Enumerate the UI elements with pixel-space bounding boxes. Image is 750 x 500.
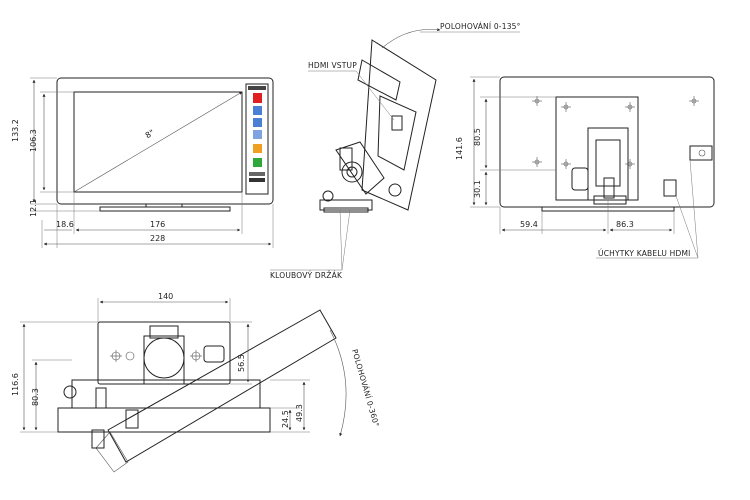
panel-key-red: [253, 93, 262, 103]
rear-joint-pin: [603, 177, 615, 199]
dim-rear-left: 59.4: [520, 220, 538, 229]
panel-key-blue-2: [253, 118, 262, 127]
dim-front-width: 228: [150, 234, 165, 243]
front-stand-base: [99, 206, 231, 212]
dim-top-base: 49.3: [295, 404, 304, 422]
top-mount-holes: [110, 350, 202, 362]
hdmi-port: [391, 115, 403, 131]
rear-joint-housing: [587, 127, 629, 201]
rear-holes: [532, 96, 699, 169]
front-bezel: [56, 77, 274, 205]
hdmi-clip-upper: [689, 145, 713, 161]
rear-view: 141.6 80.5 30.1 59.4 86.3 ÚCHYTKY KABELU…: [455, 76, 715, 259]
side-screw-right: [388, 183, 402, 197]
top-joint-cap: [149, 325, 179, 339]
front-view: 8" 133.2 106.3 12.1: [11, 77, 274, 248]
panel-strip-1: [249, 172, 265, 176]
side-display-back: [357, 59, 401, 101]
rotated-display-outline: [107, 309, 337, 463]
top-base-upper: [71, 379, 261, 409]
side-base-foot: [323, 207, 369, 213]
top-screw: [63, 385, 77, 399]
dim-front-screen-height: 106.3: [29, 129, 38, 152]
top-joint-disc: [143, 337, 185, 379]
front-stand-neck: [145, 203, 183, 208]
label-hdmi-input: HDMI VSTUP: [308, 61, 357, 70]
dim-front-bottom: 12.1: [29, 199, 38, 217]
dim-front-left: 18.6: [56, 220, 74, 229]
panel-header: [248, 86, 266, 90]
label-tilt: POLOHOVÁNÍ 0-135°: [440, 22, 521, 31]
rear-joint-clamp: [593, 195, 627, 205]
top-clip-3: [91, 429, 105, 449]
tilt-arc: [381, 28, 441, 49]
panel-key-orange: [253, 144, 262, 153]
rear-joint-knob: [571, 167, 589, 191]
joint-arm: [335, 141, 385, 195]
dim-top-mount-height: 56.5: [237, 354, 246, 372]
top-mount-plate: [97, 321, 231, 385]
front-screen: [73, 91, 243, 193]
hdmi-clip-lower: [663, 179, 677, 197]
top-clip-1: [95, 387, 107, 409]
diagonal-line: [73, 91, 243, 193]
top-joint-knob: [203, 345, 225, 363]
panel-key-green: [253, 158, 262, 167]
top-base: [57, 407, 271, 433]
panel-key-light-blue: [253, 130, 262, 139]
joint-bracket: [339, 147, 353, 171]
dim-top-width: 140: [158, 292, 173, 301]
dim-top-mid-height: 80.3: [31, 388, 40, 406]
rear-mount-plate: [555, 96, 639, 201]
label-hdmi-cable-clips: ÚCHYTKY KABELU HDMI: [598, 249, 691, 258]
control-panel: [245, 83, 269, 195]
dim-front-screen-width: 176: [150, 220, 165, 229]
dim-front-height: 133.2: [11, 119, 20, 142]
control-panel-frame: [245, 83, 269, 195]
rear-joint-inner: [595, 139, 621, 187]
top-view: POLOHOVÁNÍ 0-360° 140 116.6 80.3 56.5 24…: [11, 292, 381, 473]
rotation-arc: [329, 329, 347, 437]
dim-rear-lower: 30.1: [473, 180, 482, 198]
panel-key-blue-1: [253, 106, 262, 115]
dim-rear-height: 141.6: [455, 137, 464, 160]
dim-top-small: 24.5: [281, 410, 290, 428]
side-screw-left: [322, 190, 334, 202]
side-display-mount: [377, 95, 417, 171]
label-rotation: POLOHOVÁNÍ 0-360°: [350, 348, 381, 428]
dim-rear-mount-width: 86.3: [616, 220, 634, 229]
side-base: [319, 199, 373, 211]
label-articulated-bracket: KLOUBOVÝ DRŽÁK: [270, 271, 343, 280]
side-display-body: [361, 39, 437, 211]
diagonal-label: 8": [144, 128, 156, 140]
dim-rear-mount-height: 80.5: [473, 128, 482, 146]
dim-top-total-height: 116.6: [11, 373, 20, 396]
side-view: POLOHOVÁNÍ 0-135° HDMI VSTUP KLOUBOVÝ DR…: [270, 22, 521, 280]
panel-strip-2: [249, 178, 265, 182]
rotated-display-corner: [95, 431, 129, 473]
top-clip-2: [125, 409, 139, 429]
